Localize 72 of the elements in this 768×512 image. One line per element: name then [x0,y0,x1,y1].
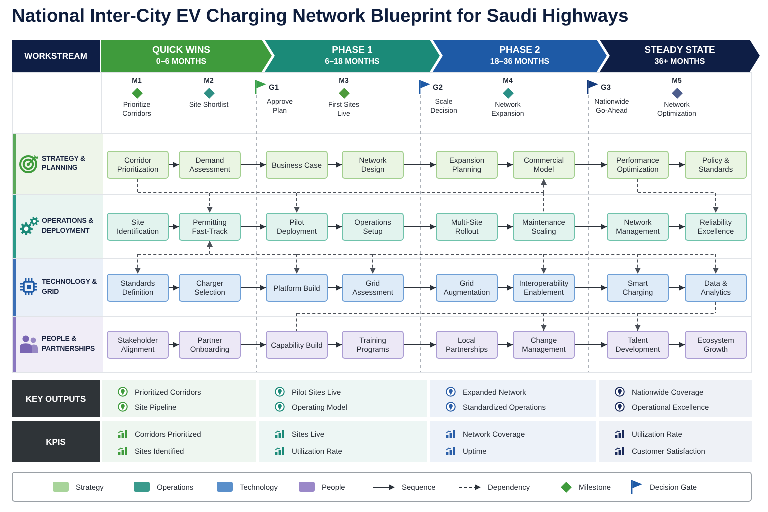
dependency-arrow [541,313,547,332]
sequence-arrow [328,224,342,230]
sequence-arrow [668,162,686,168]
sequence-arrow [168,342,180,348]
sequence-arrow [574,285,608,291]
sequence-arrow [168,162,180,168]
dependency-arrow [207,240,213,255]
phase-duration: 6–18 MONTHS [325,56,380,67]
dependency-line [544,254,638,255]
sequence-arrow [240,285,266,291]
dependency-line [296,313,298,332]
sequence-arrow [168,224,180,230]
phase-duration: 18–36 MONTHS [490,56,550,67]
swimlane [12,259,752,317]
dependency-arrow [294,254,300,274]
dependency-arrow [541,254,547,274]
swimlane [12,195,752,259]
sequence-arrow [498,285,514,291]
header-panel [12,40,100,72]
sequence-arrow [498,342,514,348]
sequence-arrow [668,342,686,348]
sequence-arrow [328,162,342,168]
phase-title: PHASE 2 [500,45,540,57]
sequence-arrow [574,162,608,168]
dependency-arrow [207,192,213,214]
swimlane [12,317,752,373]
sequence-arrow [404,224,436,230]
dependency-line [372,254,544,255]
dependency-arrow [635,313,641,332]
sequence-arrow [328,342,342,348]
dependency-line [544,313,638,314]
dependency-arrow [635,254,641,274]
row-heading: KPIS [12,421,100,462]
dependency-line [138,254,210,255]
column-heading: WORKSTREAM [24,51,88,61]
dependency-line [296,192,544,194]
sequence-arrow [498,162,514,168]
dependency-arrow [541,178,547,194]
dependency-line [638,313,716,314]
dependency-arrow [135,254,141,274]
dependency-arrow [294,192,300,214]
dependency-arrow [370,254,376,274]
swimlane [12,133,752,195]
dependency-line [210,192,298,194]
sequence-arrow [168,285,180,291]
phase-duration: 36+ MONTHS [654,56,706,67]
dependency-arrow [713,192,719,214]
sequence-arrow [240,162,266,168]
row-heading: KEY OUTPUTS [12,380,100,417]
sequence-arrow [574,224,608,230]
dependency-line [210,254,298,255]
sequence-arrow [498,224,514,230]
sequence-arrow [404,162,436,168]
phase-title: QUICK WINS [152,45,211,57]
sequence-arrow [328,285,342,291]
dependency-line [296,313,544,314]
sequence-arrow [240,224,266,230]
dependency-line [296,254,374,255]
sequence-arrow [668,285,686,291]
phase-duration: 0–6 MONTHS [156,56,207,67]
sequence-arrow [240,342,266,348]
sequence-arrow [404,342,436,348]
phase-title: PHASE 1 [332,45,373,57]
sequence-arrow [574,342,608,348]
sequence-arrow [404,285,436,291]
phase-title: STEADY STATE [644,45,716,57]
dependency-line [638,192,716,194]
dependency-line [638,254,716,255]
dependency-line [138,192,210,194]
title: National Inter-City EV Charging Network Blueprint for Saudi Highways [12,5,629,27]
sequence-arrow [668,224,686,230]
dependency-arrow [713,254,719,274]
